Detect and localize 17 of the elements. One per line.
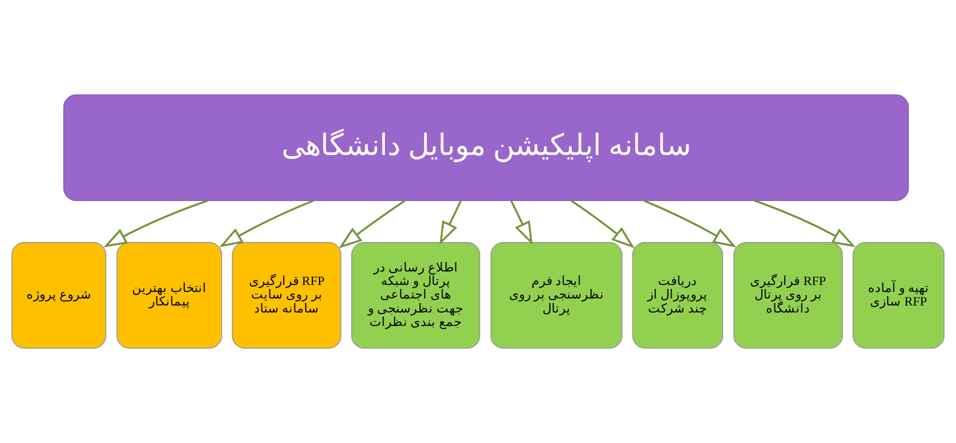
- node-box: شروع پروژه: [11, 242, 106, 349]
- node-box: سامانه اپلیکیشن موبایل دانشگاهی: [63, 94, 909, 201]
- node-box: ایجاد فرم نظرسنجی بر روی پرتال: [490, 242, 622, 349]
- node-box: دریافت پروپوزال از چند شرکت: [632, 242, 724, 349]
- node-box: تهیه و آماده سازی RFP: [852, 242, 945, 349]
- node-box: قرارگیری RFP بر روی سایت سامانه ستاد: [232, 242, 342, 349]
- arrow: [570, 200, 635, 248]
- node-box: انتخاب بهترین پیمانکار: [116, 242, 222, 349]
- arrow: [510, 200, 533, 245]
- node-box: اطلاع رسانی در پرتال و شبکه های اجتماعی جهت نظرسنجی و جمع بندی نظرات: [351, 242, 480, 349]
- arrow: [754, 200, 856, 248]
- arrow: [643, 200, 736, 248]
- arrow: [219, 200, 314, 248]
- node-box: قرارگیری RFP بر روی پرتال دانشگاه: [733, 242, 843, 349]
- arrow: [338, 200, 406, 248]
- arrow: [440, 200, 462, 245]
- arrow: [103, 200, 208, 248]
